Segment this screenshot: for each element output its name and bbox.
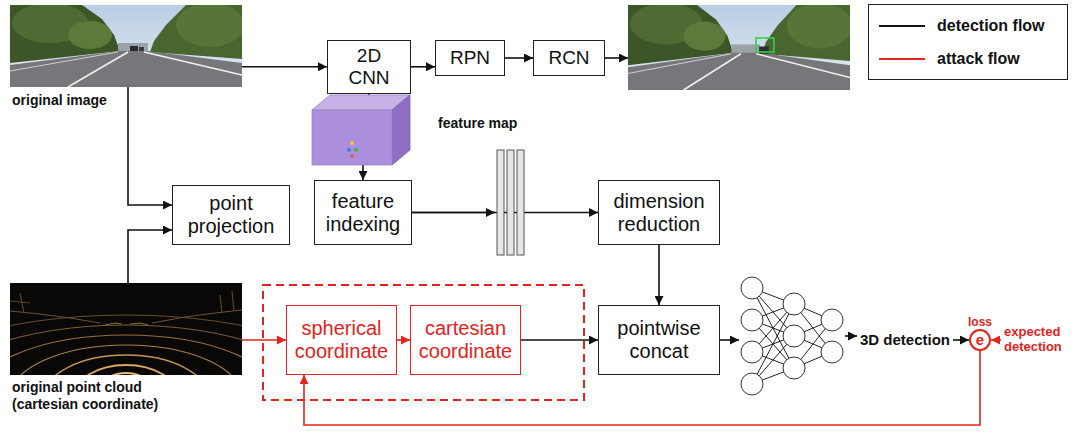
flow-arrow <box>605 57 628 59</box>
output-photo <box>628 5 850 90</box>
flow-arrow <box>362 165 364 180</box>
attack-arrow <box>991 339 1001 341</box>
box-label: cartesian coordinate <box>417 317 514 363</box>
box-label: dimension reduction <box>605 190 713 236</box>
process-box: RPN <box>435 40 505 76</box>
flow-arrow <box>658 245 660 305</box>
flow-arrow <box>845 335 857 337</box>
flow-arrow <box>411 66 435 68</box>
process-box: RCN <box>533 40 605 76</box>
image-frame: original image <box>10 5 242 87</box>
process-box: point projection <box>172 185 290 245</box>
image-caption: original point cloud (cartesian coordina… <box>12 379 202 413</box>
attack-step-box: spherical coordinate <box>286 305 397 375</box>
feature-map-label: feature map <box>438 115 517 132</box>
legend-swatch <box>877 54 927 64</box>
attack-region-box <box>263 285 584 400</box>
box-label: feature indexing <box>321 190 405 236</box>
flow-arrow <box>505 57 533 59</box>
box-label: RPN <box>450 47 490 69</box>
feature-vector-bars <box>497 150 524 255</box>
error-symbol: e <box>976 332 984 347</box>
flow-arrow <box>412 212 598 214</box>
street-photo <box>10 5 242 87</box>
legend-row: detection flow <box>877 16 1059 35</box>
feature-map-cube <box>312 95 410 165</box>
attack-step-box: cartesian coordinate <box>410 305 521 375</box>
flow-arrow <box>953 339 969 341</box>
process-box: pointwise concat <box>598 305 720 375</box>
box-label: point projection <box>179 192 283 238</box>
flow-arrow <box>128 230 172 283</box>
flow-arrow <box>128 87 172 205</box>
legend-swatch <box>877 21 927 31</box>
legend-box: detection flow attack flow <box>868 4 1068 80</box>
flow-arrow <box>521 339 598 341</box>
flow-arrow <box>242 66 327 68</box>
feature-map-block: feature map <box>312 95 410 165</box>
loss-label: loss <box>968 316 992 330</box>
legend-text: detection flow <box>937 16 1045 35</box>
target-label: expected detection <box>1004 325 1070 355</box>
detection-box <box>756 38 774 52</box>
point-cloud-picture <box>10 283 242 375</box>
process-box: 2D CNN <box>327 40 411 94</box>
process-box: feature indexing <box>314 180 412 245</box>
flow-arrow <box>412 212 495 214</box>
flow-arrow <box>720 339 739 341</box>
box-label: RCN <box>548 47 589 69</box>
image-frame: original point cloud (cartesian coordina… <box>10 283 242 375</box>
box-label: 2D CNN <box>334 45 404 89</box>
attack-arrow <box>242 339 286 341</box>
legend-text: attack flow <box>937 49 1020 68</box>
image-caption: original image <box>12 92 107 109</box>
neural-network-icon <box>741 277 843 395</box>
legend-row: attack flow <box>877 49 1059 68</box>
process-box: dimension reduction <box>598 180 720 245</box>
output-label: 3D detection <box>860 331 950 348</box>
box-label: pointwise concat <box>605 317 713 363</box>
attack-arrow <box>397 339 410 341</box>
box-label: spherical coordinate <box>293 317 390 363</box>
loss-circle: losse <box>969 329 991 351</box>
